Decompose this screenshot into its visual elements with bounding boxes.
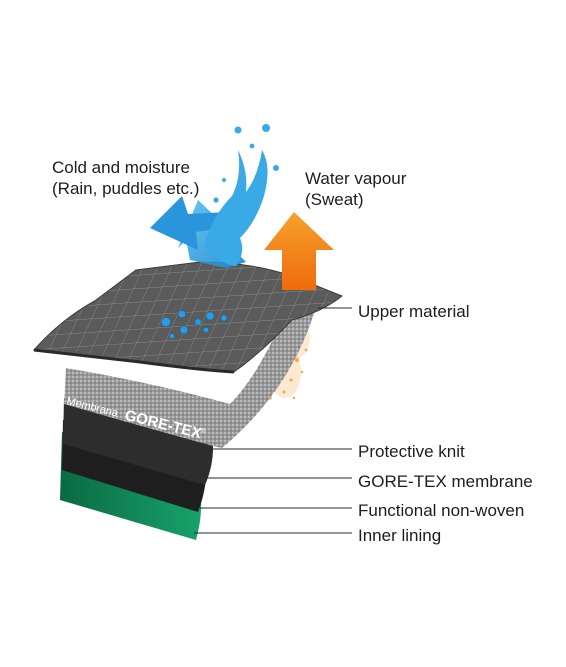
water-splash: [204, 150, 268, 266]
cold-moisture-line1: Cold and moisture: [52, 158, 190, 177]
inner-lining-label: Inner lining: [358, 526, 442, 545]
gore-tex-membrane-label: GORE-TEX membrane: [358, 472, 533, 491]
cold-moisture-label: Cold and moisture (Rain, puddles etc.): [52, 157, 199, 199]
leader-lines: [194, 307, 352, 534]
water-vapour-line1: Water vapour: [305, 169, 407, 188]
upper-material-layer: [33, 261, 343, 373]
functional-nonwoven-label: Functional non-woven: [358, 501, 525, 520]
registered-mark: ®: [200, 426, 208, 435]
gore-tex-membrane-layer: [63, 398, 214, 485]
cold-moisture-line2: (Rain, puddles etc.): [52, 179, 200, 198]
upper-material-edge: [33, 348, 235, 374]
water-vapour-label: Water vapour (Sweat): [305, 168, 406, 210]
water-vapour-arrow: [264, 212, 334, 290]
water-vapour-line2: (Sweat): [305, 190, 364, 209]
protective-knit-label: Protective knit: [358, 442, 465, 461]
water-droplets: [161, 310, 228, 339]
cold-moisture-arrow: [150, 124, 279, 268]
upper-material-label: Upper material: [358, 302, 470, 321]
protective-knit-layer: [64, 296, 318, 448]
